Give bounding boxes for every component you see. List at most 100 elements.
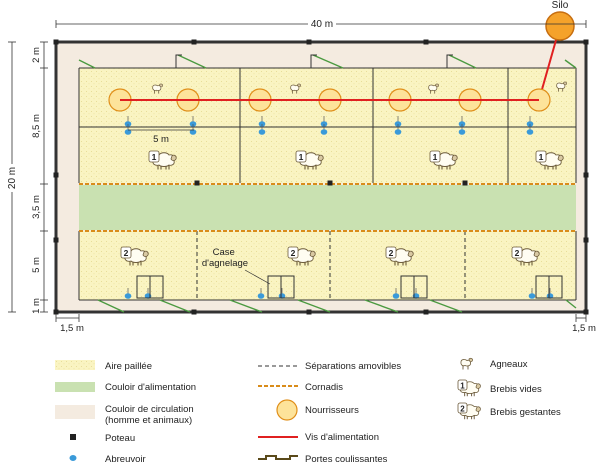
svg-text:5 m: 5 m <box>153 134 169 145</box>
pen-width-dimension: 5 m <box>128 129 194 145</box>
dim-1-5m-right: 1,5 m <box>572 323 596 334</box>
feeders <box>108 88 551 112</box>
door-frame <box>310 54 317 68</box>
post-icon <box>306 309 312 315</box>
svg-text:2: 2 <box>460 405 465 414</box>
ewe-badge-number: 2 <box>291 248 296 258</box>
ewe-badge-number: 2 <box>124 248 129 258</box>
straw-area-bottom <box>79 231 576 300</box>
case-agnelage-pointer <box>244 269 271 285</box>
post-icon <box>194 180 200 186</box>
svg-text:40 m: 40 m <box>311 19 333 30</box>
ewe-badge <box>295 150 307 163</box>
legend-swatch-nourrisseurs <box>276 399 298 421</box>
post-icon <box>583 39 589 45</box>
ewe-icon: 1 <box>429 150 458 170</box>
legend-label-couloir-alim: Couloir d'alimentation <box>105 382 196 393</box>
ewe-icon: 1 <box>535 150 564 170</box>
legend-label-vis: Vis d'alimentation <box>305 432 379 443</box>
water-trough-icon <box>528 293 536 299</box>
ewe-badge-number: 1 <box>539 152 544 162</box>
legend-ewe-pregnant-icon: 2 <box>457 402 481 420</box>
sliding-door <box>97 299 125 313</box>
dim-8-5m: 8,5 m <box>31 114 42 138</box>
legend-swatch-couloir-circ <box>55 405 95 419</box>
ewe-badge <box>429 150 441 163</box>
post-icon <box>423 39 429 45</box>
water-trough-icon <box>258 129 266 135</box>
water-trough-icon <box>526 129 534 135</box>
lambing-pens <box>136 275 563 299</box>
sliding-doors <box>78 54 577 313</box>
post-icon <box>53 309 59 315</box>
ewe-badge <box>535 150 547 163</box>
ewe-icon: 2 <box>287 246 316 266</box>
legend-label-aire-paillee: Aire paillée <box>105 361 152 372</box>
sliding-door <box>297 299 331 313</box>
dim-20m: 20 m <box>7 167 18 189</box>
legend-label-portes: Portes coulissantes <box>305 454 388 465</box>
post-icon <box>191 309 197 315</box>
ewe-badge-number: 2 <box>389 248 394 258</box>
post-icon <box>583 309 589 315</box>
dimension-40m: 40 m <box>55 16 587 30</box>
sliding-door <box>564 59 577 69</box>
sliding-door <box>364 299 399 313</box>
legend-label-poteau: Poteau <box>105 433 135 444</box>
legend-label-couloir-circ: Couloir de circulation (homme et animaux… <box>105 404 196 426</box>
legend-label-separations: Séparations amovibles <box>305 361 401 372</box>
silo-label: Silo <box>552 0 569 11</box>
posts <box>53 39 589 315</box>
post-icon <box>583 237 589 243</box>
ewe-badge-number: 1 <box>299 152 304 162</box>
legend-ewe-empty-icon: 1 <box>457 379 481 397</box>
sliding-door <box>78 59 96 69</box>
water-trough-icon <box>278 293 286 299</box>
legend-label-brebis-gestantes: Brebis gestantes <box>490 407 561 418</box>
legend-lamb-icon <box>460 357 474 370</box>
water-trough-icon <box>124 293 132 299</box>
ewe-badge <box>511 246 523 259</box>
animals: 1 1 1 1 2 2 2 2 <box>120 81 568 266</box>
water-trough-icon <box>458 129 466 135</box>
ewe-icon: 2 <box>385 246 414 266</box>
ewe-badge <box>120 246 132 259</box>
water-trough-icon <box>124 129 132 135</box>
water-trough-icon <box>394 129 402 135</box>
dim-1-5m-left: 1,5 m <box>60 323 84 334</box>
legend-label-nourrisseurs: Nourrisseurs <box>305 405 359 416</box>
water-trough-icon <box>392 293 400 299</box>
ewe-icon: 2 <box>511 246 540 266</box>
post-icon <box>583 172 589 178</box>
water-trough-icon <box>546 293 554 299</box>
ewe-badge <box>385 246 397 259</box>
legend-swatch-aire-paillee <box>55 360 95 370</box>
ewe-badge-number: 1 <box>152 152 157 162</box>
sliding-door <box>312 54 344 69</box>
ewe-icon: 1 <box>295 150 324 170</box>
water-trough-icon <box>189 129 197 135</box>
ewe-badge-number: 2 <box>515 248 520 258</box>
dim-2m: 2 m <box>31 47 42 63</box>
dim-5m: 5 m <box>31 257 42 273</box>
legend-swatch-abreuvoir <box>69 455 77 461</box>
post-icon <box>423 309 429 315</box>
legend-label-agneaux: Agneaux <box>490 359 528 370</box>
post-icon <box>462 180 468 186</box>
post-icon <box>53 237 59 243</box>
sliding-door <box>448 54 477 69</box>
legend-label-abreuvoir: Abreuvoir <box>105 454 146 465</box>
post-icon <box>327 180 333 186</box>
ewe-badge-number: 1 <box>433 152 438 162</box>
sliding-door <box>429 299 463 313</box>
case-agnelage-label: Case d'agnelage <box>202 247 248 269</box>
silo-icon <box>545 11 575 41</box>
svg-text:1: 1 <box>460 382 465 391</box>
ewe-icon: 2 <box>120 246 149 266</box>
ewe-badge <box>287 246 299 259</box>
ewe-icon: 1 <box>148 150 177 170</box>
post-icon <box>53 39 59 45</box>
post-icon <box>53 172 59 178</box>
post-icon <box>306 39 312 45</box>
